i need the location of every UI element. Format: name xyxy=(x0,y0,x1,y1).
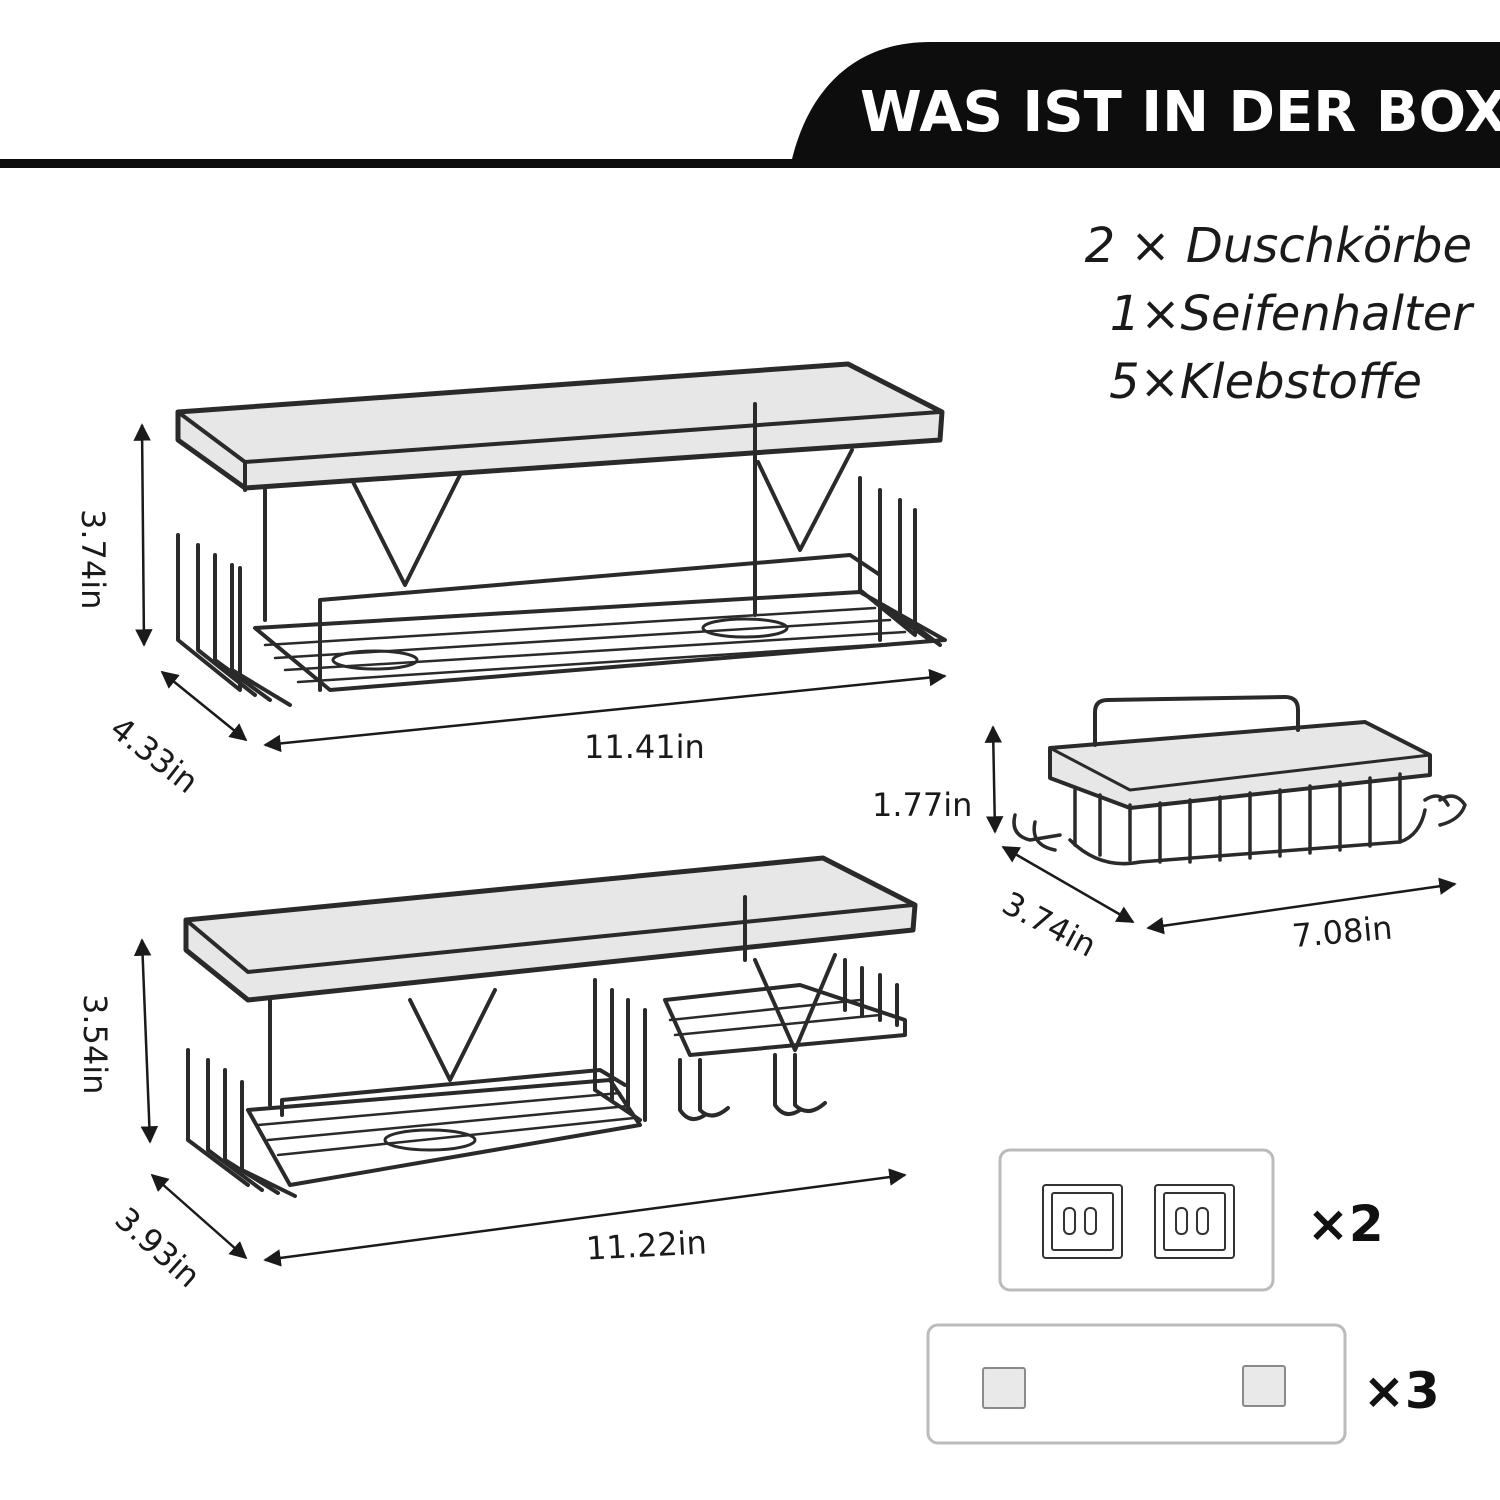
contents-item-adhesives: 5×Klebstoffe xyxy=(1109,354,1422,410)
height-label-soap-holder: 1.77in xyxy=(872,786,973,824)
dimension-arrows-soap-holder xyxy=(984,725,1457,935)
header-banner xyxy=(0,42,1500,168)
height-label-soap-tray-basket: 3.54in xyxy=(76,994,114,1095)
width-label-soap-tray-basket: 11.22in xyxy=(585,1223,708,1268)
contents-item-soap-holder: 1×Seifenhalter xyxy=(1109,286,1472,342)
contents-item-baskets: 2 × Duschkörbe xyxy=(1084,218,1472,274)
header-title: WAS IST IN DER BOX xyxy=(860,80,1500,145)
quantity-single-adhesive: ×3 xyxy=(1363,1362,1440,1420)
box-contents-list: 2 × Duschkörbe 1×Seifenhalter 5×Klebstof… xyxy=(912,212,1472,416)
width-label-large: 11.41in xyxy=(584,728,705,766)
height-label-large: 3.74in xyxy=(74,509,112,610)
soap-holder xyxy=(1012,695,1467,866)
double-hook-adhesive-icon xyxy=(998,1148,1275,1292)
single-adhesive-strip-icon xyxy=(926,1323,1347,1445)
dimension-arrows-soap-tray-basket xyxy=(133,938,907,1267)
quantity-double-adhesive: ×2 xyxy=(1307,1195,1384,1253)
shower-basket-with-soap-tray xyxy=(183,855,918,1198)
dimension-arrows-large xyxy=(133,423,947,753)
shower-basket-large xyxy=(175,361,947,707)
